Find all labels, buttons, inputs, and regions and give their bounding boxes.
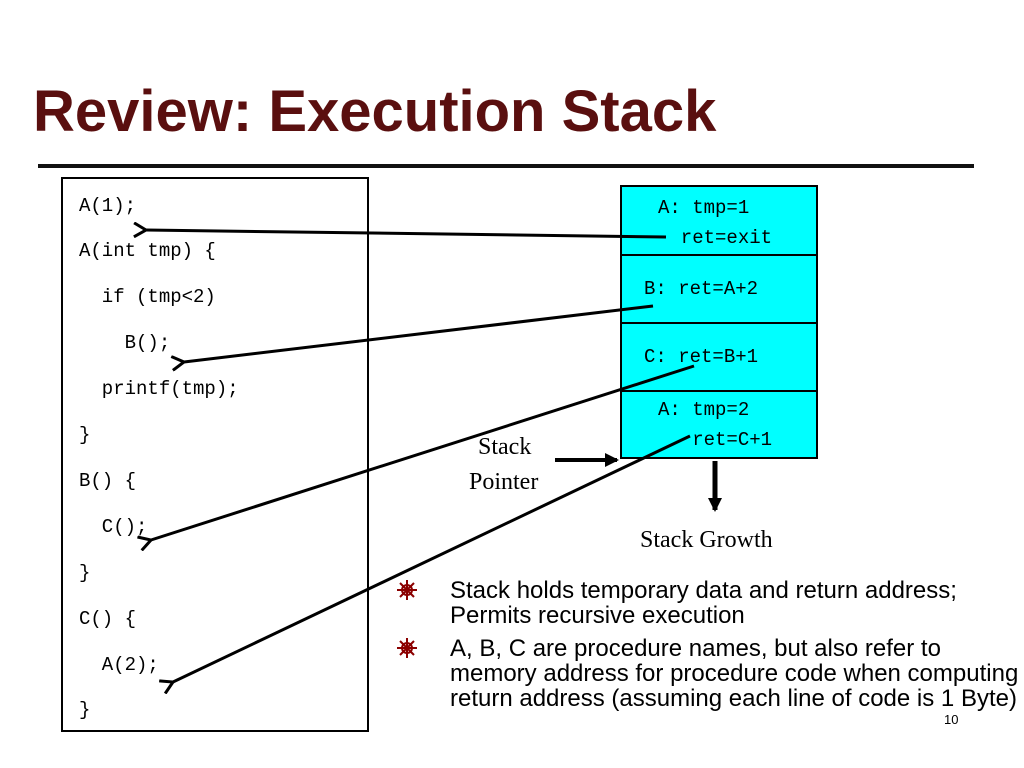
stack-pointer-label-line1: Stack (478, 434, 532, 460)
code-line-6: } (79, 424, 91, 446)
stack-frame-a2-line2: ret=C+1 (658, 429, 773, 451)
code-line-5: printf(tmp); (79, 378, 239, 400)
title-divider (38, 164, 974, 168)
code-line-10: C() { (79, 608, 137, 630)
stack-frame-b: B: ret=A+2 (622, 256, 816, 324)
code-line-3: if (tmp<2) (79, 286, 216, 308)
code-listing: A(1); A(int tmp) { if (tmp<2) B(); print… (61, 177, 369, 732)
stack-frame-c: C: ret=B+1 (622, 324, 816, 392)
code-line-2: A(int tmp) { (79, 240, 216, 262)
stack-frame-a1: A: tmp=1 ret=exit (622, 187, 816, 256)
code-line-8: C(); (79, 516, 148, 538)
bullet-item: A, B, C are procedure names, but also re… (396, 636, 1020, 711)
stack-growth-label: Stack Growth (640, 527, 773, 553)
bullet-list: Stack holds temporary data and return ad… (396, 578, 1020, 719)
stack-frame-a1-line1: A: tmp=1 (658, 197, 750, 219)
code-line-7: B() { (79, 470, 137, 492)
stack-frame-c-line1: C: ret=B+1 (644, 346, 759, 368)
stack-pointer-label-line2: Pointer (469, 469, 539, 495)
execution-stack: A: tmp=1 ret=exit B: ret=A+2 C: ret=B+1 … (620, 185, 818, 459)
bullet-text: Stack holds temporary data and return ad… (450, 577, 957, 629)
code-line-9: } (79, 562, 91, 584)
stack-frame-a2: A: tmp=2 ret=C+1 (622, 392, 816, 457)
stack-frame-a1-line2: ret=exit (658, 227, 773, 249)
page-number: 10 (944, 712, 959, 727)
code-line-12: } (79, 699, 91, 721)
stack-frame-b-line1: B: ret=A+2 (644, 278, 759, 300)
slide-title: Review: Execution Stack (33, 79, 717, 144)
code-line-11: A(2); (79, 654, 159, 676)
ship-wheel-icon (397, 580, 417, 600)
code-line-1: A(1); (79, 195, 137, 217)
bullet-item: Stack holds temporary data and return ad… (396, 578, 1020, 628)
stack-frame-a2-line1: A: tmp=2 (658, 399, 750, 421)
code-line-4: B(); (79, 332, 171, 354)
ship-wheel-icon (397, 638, 417, 658)
bullet-text: A, B, C are procedure names, but also re… (450, 635, 1019, 712)
